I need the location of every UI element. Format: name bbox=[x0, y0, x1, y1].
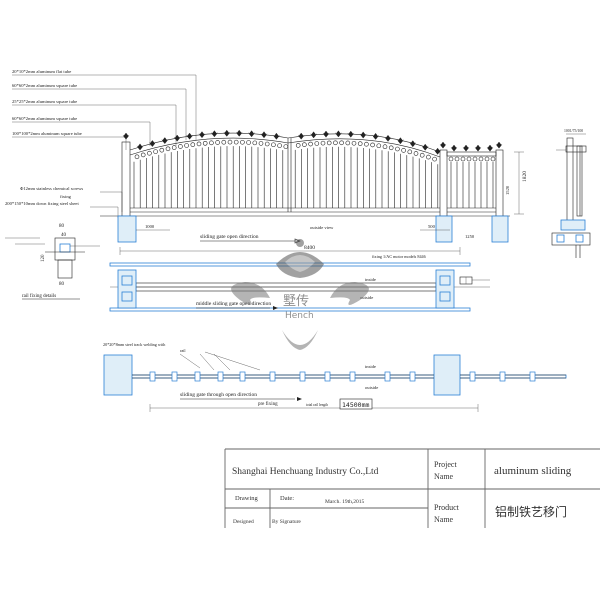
plan2-outside: outside bbox=[365, 385, 378, 390]
gate-elevation: outside view sliding gate open direction… bbox=[100, 129, 528, 244]
foundation-mid bbox=[435, 215, 453, 243]
callout-fixing: fixing bbox=[60, 194, 72, 199]
project-label-2: Name bbox=[434, 472, 454, 481]
date-label: Date: bbox=[280, 495, 294, 502]
rail-fixing-detail: 80 40 80 120 rail fixing details bbox=[5, 224, 100, 300]
product-label-2: Name bbox=[434, 515, 454, 524]
callout-square-60: 60*60*2mm aluminum square tube bbox=[12, 83, 77, 88]
side-top-dim: 1001/75/100 bbox=[564, 129, 583, 133]
callout-fixing-sheet: 200*150*10mm down fixing steel sheet bbox=[5, 201, 79, 206]
company-name: Shanghai Henchuang Industry Co.,Ltd bbox=[232, 467, 379, 477]
callout-square-100: 100*100*2mm aluminum square tube bbox=[12, 131, 82, 136]
rail-fixing-label: rail fixing details bbox=[22, 294, 56, 299]
foundation-left bbox=[117, 215, 137, 243]
callout-group: 20*10*2mm aluminum flat tube 60*60*2mm a… bbox=[5, 69, 197, 218]
outside-view-label: outside view bbox=[310, 225, 334, 230]
callout-flat-tube: 20*10*2mm aluminum flat tube bbox=[12, 69, 71, 74]
plan-view-1: 8400 fixing 1/AC motor models 8446 insid… bbox=[109, 245, 490, 312]
dim-right: 1250 bbox=[465, 234, 475, 239]
dim-mid: 500 bbox=[428, 224, 436, 229]
watermark-cn: 墅传 bbox=[283, 294, 309, 309]
plan1-inside: inside bbox=[365, 277, 376, 282]
plan2-total-length: total rail length bbox=[306, 403, 328, 407]
open-direction-label: sliding gate open direction bbox=[200, 234, 259, 240]
plan2-length: 14500mm bbox=[342, 401, 369, 409]
signature-label: By Signature bbox=[272, 519, 301, 525]
side-section: 1001/75/100 bbox=[551, 129, 591, 258]
drawing-date: March. 19th,2015 bbox=[325, 499, 365, 505]
plan1-outside: outside bbox=[360, 295, 373, 300]
rail-dim-80b: 80 bbox=[59, 282, 65, 287]
plan2-inside: inside bbox=[365, 364, 376, 369]
plan2-open-label: sliding gate through open direction bbox=[180, 392, 257, 398]
callout-square-60b: 60*60*2mm aluminum square tube bbox=[12, 116, 77, 121]
plan2-rail: rail bbox=[180, 348, 186, 353]
rail-dim-40: 40 bbox=[61, 233, 67, 238]
project-label-1: Project bbox=[434, 460, 457, 469]
rail-dim-120: 120 bbox=[41, 254, 46, 262]
watermark-logo: 墅传 Hench bbox=[231, 239, 369, 350]
product-name: 铝制铁艺移门 bbox=[495, 504, 567, 519]
gate-finials bbox=[122, 129, 503, 155]
track-rollers bbox=[149, 371, 536, 382]
plan1-open-label: middle sliding gate open direction bbox=[196, 301, 271, 307]
plan1-motor: fixing 1/AC motor models 8446 bbox=[372, 254, 426, 259]
product-label-1: Product bbox=[434, 503, 460, 512]
title-block: Shanghai Henchuang Industry Co.,Ltd Proj… bbox=[224, 448, 600, 528]
watermark-en: Hench bbox=[285, 311, 314, 321]
project-name: aluminum sliding bbox=[494, 465, 572, 477]
height-a: 1820 bbox=[522, 171, 528, 182]
plan1-overall: 8400 bbox=[304, 245, 315, 251]
callout-chemical-screw: Φ12mm stainless chemical screws bbox=[20, 186, 83, 191]
height-b: 1520 bbox=[505, 185, 510, 195]
foundation-right bbox=[491, 215, 509, 243]
designed-label: Designed bbox=[233, 519, 254, 525]
drawing-label: Drawing bbox=[235, 495, 258, 502]
plan2-rail-note: 20*20*8mm steel track welding with bbox=[103, 342, 166, 347]
callout-square-25: 25*25*2mm aluminum square tube bbox=[12, 99, 77, 104]
plan-view-2: 20*20*8mm steel track welding with rail … bbox=[103, 342, 567, 412]
decor-rings bbox=[134, 139, 496, 162]
plan2-pre-fixing: pre fixing bbox=[258, 402, 278, 407]
dim-left: 1000 bbox=[145, 224, 155, 229]
gate-pickets bbox=[133, 146, 494, 208]
rail-dim-80a: 80 bbox=[59, 224, 65, 229]
